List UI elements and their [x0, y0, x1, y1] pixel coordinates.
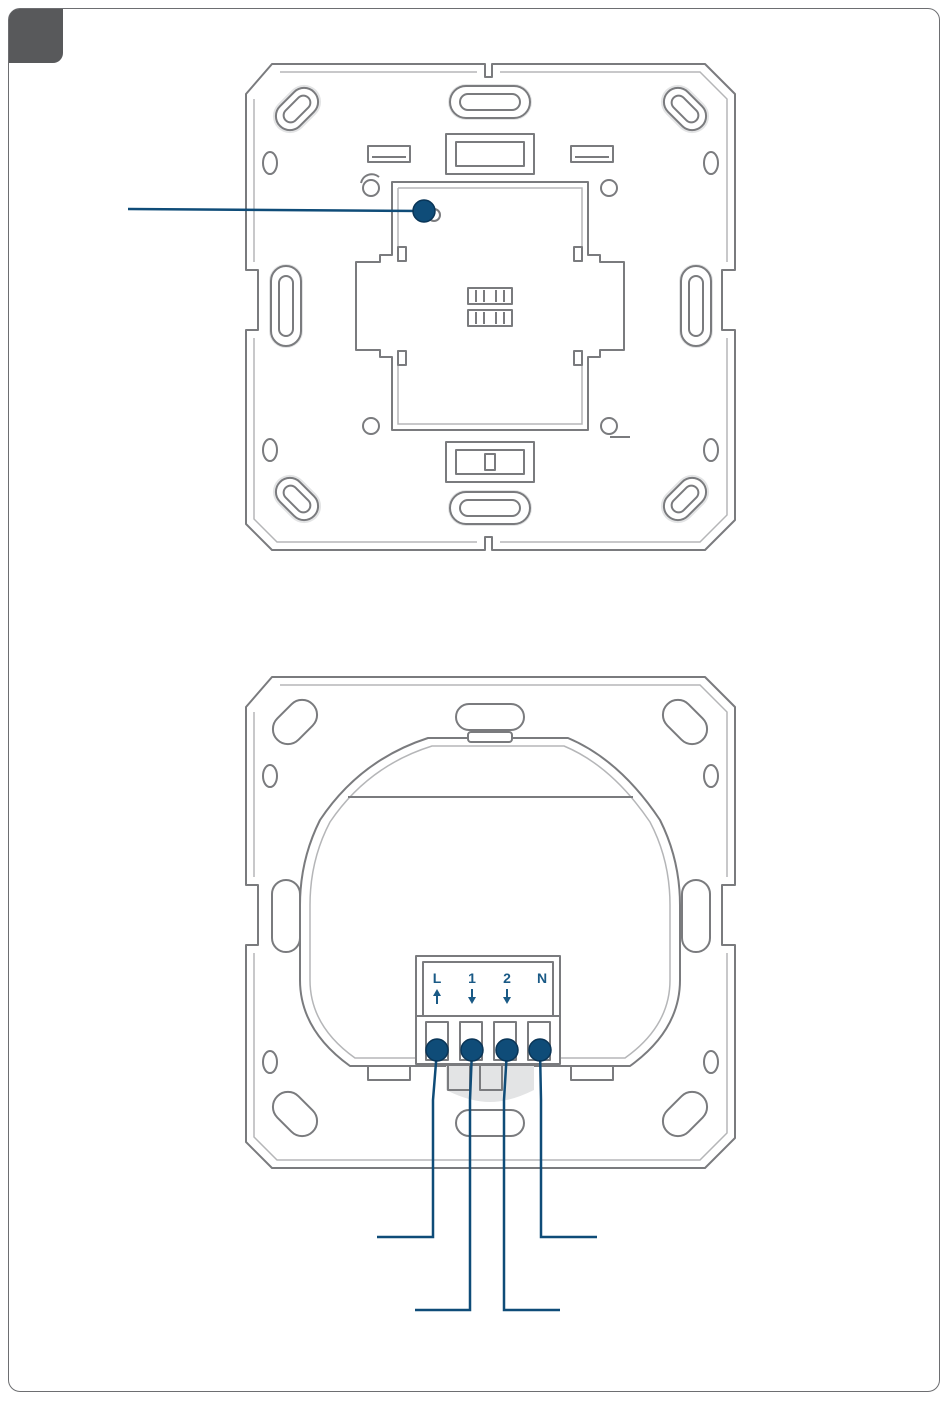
- slot-bottom: [450, 492, 530, 524]
- terminal-label-2: 2: [503, 970, 511, 986]
- terminal-label-1: 1: [468, 970, 476, 986]
- terminal-label-L: L: [433, 970, 442, 986]
- mounting-frame-rear: L 1 2 N: [246, 677, 735, 1168]
- mounting-frame-front: [246, 64, 735, 550]
- slot-left: [271, 266, 301, 346]
- terminal-label-N: N: [537, 970, 547, 986]
- slot-top: [450, 86, 530, 118]
- slot-right: [681, 266, 711, 346]
